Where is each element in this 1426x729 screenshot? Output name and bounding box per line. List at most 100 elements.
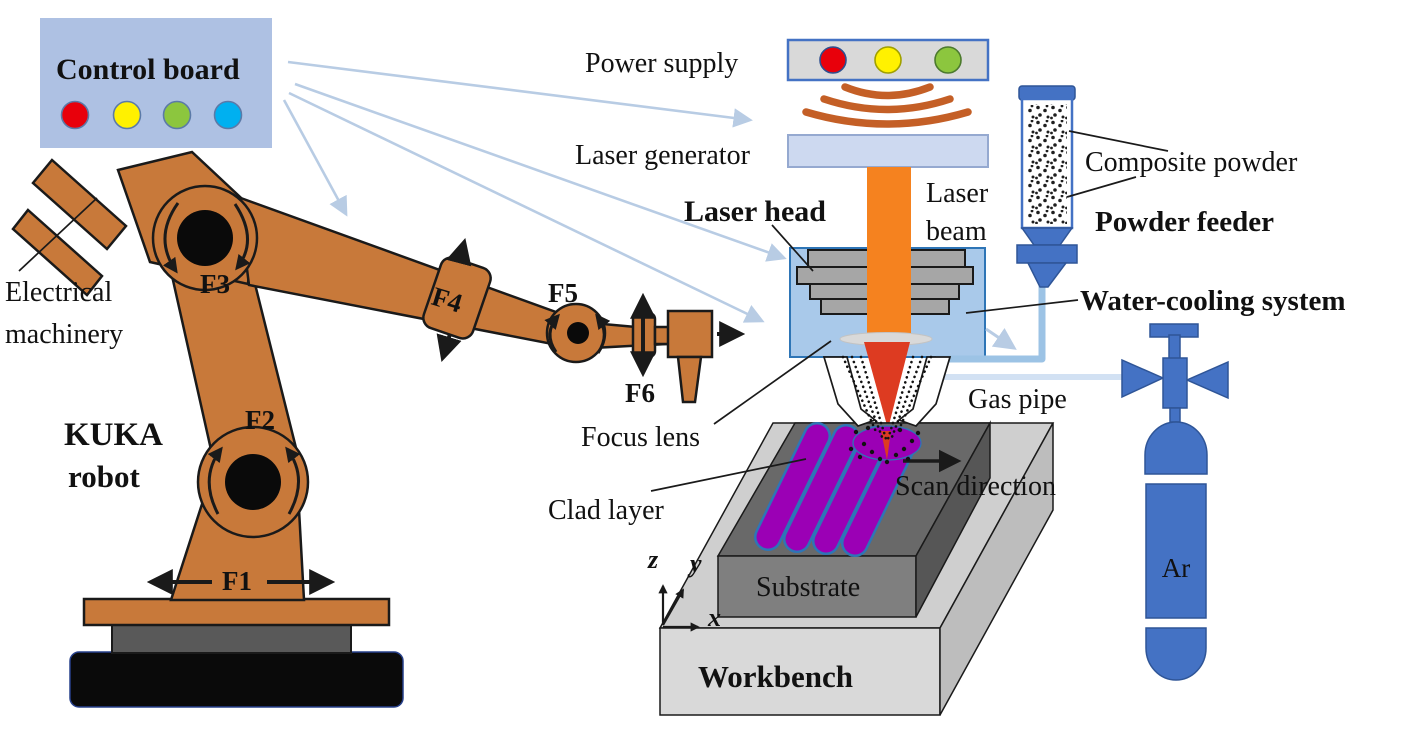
control-board-connections <box>282 60 787 323</box>
arrow-board-to-robot <box>282 99 348 217</box>
composite-powder-fill <box>1027 104 1067 224</box>
axis-x-label: x <box>707 603 721 632</box>
robot-main-arm <box>236 195 580 351</box>
robot-base-black <box>69 651 404 708</box>
power-light-green <box>934 46 962 74</box>
laser-head <box>789 167 986 429</box>
powder-feeder-label: Powder feeder <box>1095 206 1274 238</box>
valve-body <box>1162 357 1188 409</box>
f5-rotation-arrow-left <box>544 313 560 353</box>
clad-layer-label: Clad layer <box>548 495 665 526</box>
pointer-focus-lens <box>713 340 832 425</box>
pointer-composite-powder-1 <box>1068 130 1169 152</box>
nozzle-wall-right <box>897 356 952 427</box>
coordinate-axes <box>658 584 700 632</box>
robot-joint-f3-hub <box>177 210 233 266</box>
feeder-nozzle <box>1026 262 1068 288</box>
cylinder-body <box>1145 483 1207 619</box>
arrow-board-to-focus-unit <box>288 91 765 323</box>
robot-end-effector <box>666 309 714 359</box>
composite-powder-label: Composite powder <box>1085 147 1298 178</box>
substrate-side <box>915 420 991 618</box>
f2-label: F2 <box>245 405 275 435</box>
valve-wing-left <box>1121 358 1165 399</box>
kuka-label-2: robot <box>68 459 140 494</box>
kuka-label-1: KUKA <box>64 417 163 453</box>
f3-rotation-arrow-right <box>233 203 251 271</box>
cladding-nozzle <box>822 355 952 465</box>
board-button-green[interactable] <box>162 100 192 130</box>
robot-joint-f5-hub <box>567 322 589 344</box>
robot-base-gray <box>111 623 352 654</box>
robot-joint-f2-hub <box>225 454 281 510</box>
laser-beam-label-2: beam <box>926 216 987 247</box>
f2-rotation-arrow-left <box>207 446 223 515</box>
pointer-clad-layer <box>650 458 807 492</box>
axis-y-label: y <box>687 549 702 578</box>
laser-beam-column <box>867 167 911 340</box>
feeder-block <box>1016 244 1078 264</box>
electrical-machinery-label-1: Electrical <box>5 277 112 308</box>
valve-stem <box>1168 334 1181 360</box>
f2-rotation-arrow-right <box>285 446 301 515</box>
board-button-yellow[interactable] <box>112 100 142 130</box>
f5-rotation-arrow-right <box>595 313 611 354</box>
arrow-board-to-laser-generator <box>287 60 753 128</box>
powder-pipe <box>936 286 1046 363</box>
powder-spray-dots <box>848 425 921 465</box>
argon-gas-system <box>1121 323 1229 681</box>
gas-pipe-label: Gas pipe <box>968 384 1067 415</box>
f1-label: F1 <box>222 566 252 596</box>
f3-rotation-arrow-left <box>162 202 180 274</box>
arrow-board-to-laser-head <box>294 82 787 262</box>
axis-z-label: z <box>647 545 659 574</box>
water-flow-arrow <box>985 327 1017 350</box>
f5-label: F5 <box>548 278 578 308</box>
board-button-red[interactable] <box>60 100 90 130</box>
control-board-label: Control board <box>56 53 240 86</box>
board-button-blue[interactable] <box>213 100 243 130</box>
electrical-machinery-label-2: machinery <box>5 319 123 350</box>
laser-generator-unit <box>787 134 989 168</box>
power-supply-label: Power supply <box>585 48 738 79</box>
scan-direction-label: Scan direction <box>895 471 1056 502</box>
f4-arrow-down <box>436 333 462 362</box>
power-supply <box>786 38 990 128</box>
pointer-laser-head <box>771 224 814 272</box>
control-board <box>40 18 272 148</box>
laser-cone <box>864 342 910 429</box>
cylinder-bottom <box>1145 627 1207 681</box>
f6-label: F6 <box>625 378 655 408</box>
workpiece <box>658 420 1055 716</box>
kuka-robot <box>11 150 746 708</box>
feeder-funnel <box>1020 227 1074 246</box>
power-light-red <box>819 46 847 74</box>
laser-head-label: Laser head <box>684 195 826 228</box>
workbench-label: Workbench <box>698 659 853 694</box>
laser-beam-label-1: Laser <box>926 178 989 209</box>
text-labels: Control board Electrical machinery KUKA … <box>5 48 1346 694</box>
robot-gripper-finger-lower <box>11 208 104 297</box>
nozzle-wall-left <box>822 356 877 427</box>
workbench-side <box>939 422 1054 716</box>
substrate-label: Substrate <box>756 572 860 603</box>
robot-end-nozzle <box>676 355 703 404</box>
water-cooling-label: Water-cooling system <box>1080 285 1346 317</box>
cylinder-dome <box>1144 421 1208 475</box>
robot-base-plate <box>82 597 391 627</box>
argon-label: Ar <box>1162 553 1191 583</box>
laser-generator-label: Laser generator <box>575 140 751 171</box>
power-light-yellow <box>874 46 902 74</box>
power-wave-2 <box>820 95 954 114</box>
f4-arrow-up <box>446 237 472 267</box>
cylinder-neck <box>1169 407 1181 423</box>
pointer-composite-powder-2 <box>1066 176 1137 198</box>
robot-gripper-finger-upper <box>31 158 128 251</box>
focus-lens-label: Focus lens <box>581 422 700 453</box>
pointer-water-cooling <box>965 299 1079 314</box>
pointer-electrical-machinery <box>18 197 98 272</box>
pointer-lines <box>18 130 1169 492</box>
powder-streams <box>841 355 933 441</box>
